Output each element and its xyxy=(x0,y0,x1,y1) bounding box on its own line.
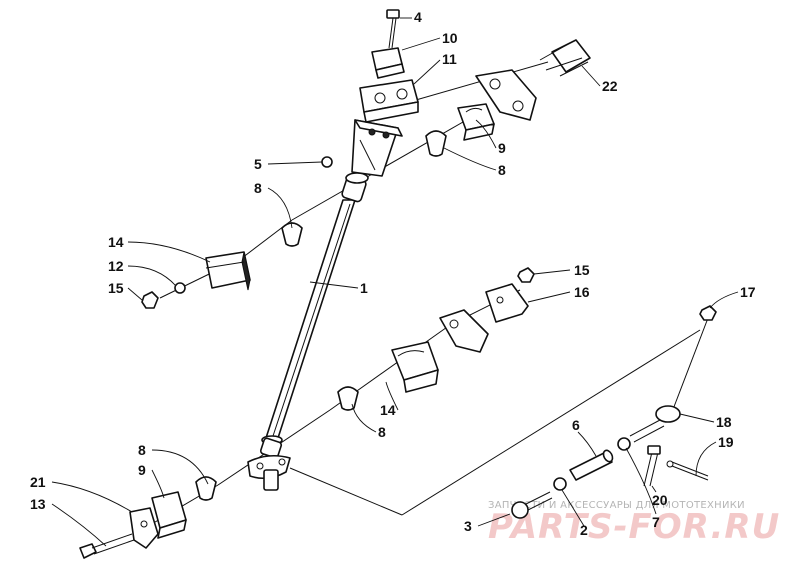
callout-11: 11 xyxy=(442,51,457,67)
callout-1: 1 xyxy=(360,280,368,296)
callout-15-upper: 15 xyxy=(108,280,124,296)
callout-4: 4 xyxy=(414,9,422,25)
watermark-caption: ЗАПЧАСТИ И АКСЕССУАРЫ ДЛЯ МОТОТЕХНИКИ xyxy=(488,500,745,511)
nut-15-lower xyxy=(517,267,535,283)
mounting-bracket-22 xyxy=(475,39,591,121)
upper-left-bushing-block xyxy=(205,251,251,291)
callout-6: 6 xyxy=(572,417,580,433)
callout-labels: 4 10 11 22 9 8 5 8 14 12 15 1 15 16 17 1… xyxy=(30,9,756,538)
lower-handlebar-block xyxy=(359,79,419,123)
plate-16 xyxy=(485,283,529,323)
callout-5: 5 xyxy=(254,156,262,172)
callout-13: 13 xyxy=(30,496,46,512)
callout-12: 12 xyxy=(108,258,124,274)
leader-lines xyxy=(51,17,739,547)
cotter-pin-19 xyxy=(666,460,709,481)
bolt-3 xyxy=(511,491,553,519)
callout-8-upper: 8 xyxy=(498,162,506,178)
tie-rod-end-18 xyxy=(629,405,681,443)
callout-18: 18 xyxy=(716,414,732,430)
left-bushing-insert xyxy=(281,222,303,247)
handlebar-bolt xyxy=(386,9,400,49)
callout-22: 22 xyxy=(602,78,618,94)
handlebar-mount-plate xyxy=(351,119,403,177)
callout-9-upper: 9 xyxy=(498,140,506,156)
upper-handlebar-cap xyxy=(371,47,405,79)
assembly-lines xyxy=(149,61,709,526)
middle-bushing-insert xyxy=(337,386,359,411)
bottom-bushing-insert xyxy=(195,476,217,501)
lower-bushing-block xyxy=(391,341,439,393)
callout-7: 7 xyxy=(652,514,660,530)
bolt-20 xyxy=(643,445,661,487)
callout-16: 16 xyxy=(574,284,590,300)
upper-bushing-block xyxy=(457,103,495,141)
callout-3: 3 xyxy=(464,518,472,534)
callout-2: 2 xyxy=(580,522,588,538)
spacer-sleeve-6 xyxy=(569,449,614,481)
callout-15-lower: 15 xyxy=(574,262,590,278)
upper-bushing-insert xyxy=(425,130,447,157)
bolt-13 xyxy=(79,533,135,559)
nut-17 xyxy=(699,305,717,321)
callout-19: 19 xyxy=(718,434,734,450)
callout-14-upper: 14 xyxy=(108,234,124,250)
nut-5 xyxy=(321,156,333,168)
steering-post-bottom-flange xyxy=(247,454,291,491)
callout-9-bottom: 9 xyxy=(138,462,146,478)
bracket-21 xyxy=(129,507,159,549)
watermark-brand: PARTS-FOR.RU xyxy=(488,507,780,547)
washer-7 xyxy=(617,437,631,451)
callout-21: 21 xyxy=(30,474,46,490)
washer-12 xyxy=(174,282,186,294)
bushing-2 xyxy=(553,477,567,491)
callout-8-bottom: 8 xyxy=(138,442,146,458)
callout-8-middle: 8 xyxy=(378,424,386,440)
steering-post-tube xyxy=(259,172,369,459)
callout-17: 17 xyxy=(740,284,756,300)
nut-15-upper xyxy=(141,291,159,309)
callout-20: 20 xyxy=(652,492,668,508)
mounting-plate-lower xyxy=(439,309,489,353)
callout-8-left: 8 xyxy=(254,180,262,196)
bottom-bushing-block xyxy=(151,491,187,539)
callout-10: 10 xyxy=(442,30,458,46)
callout-14-lower: 14 xyxy=(380,402,396,418)
